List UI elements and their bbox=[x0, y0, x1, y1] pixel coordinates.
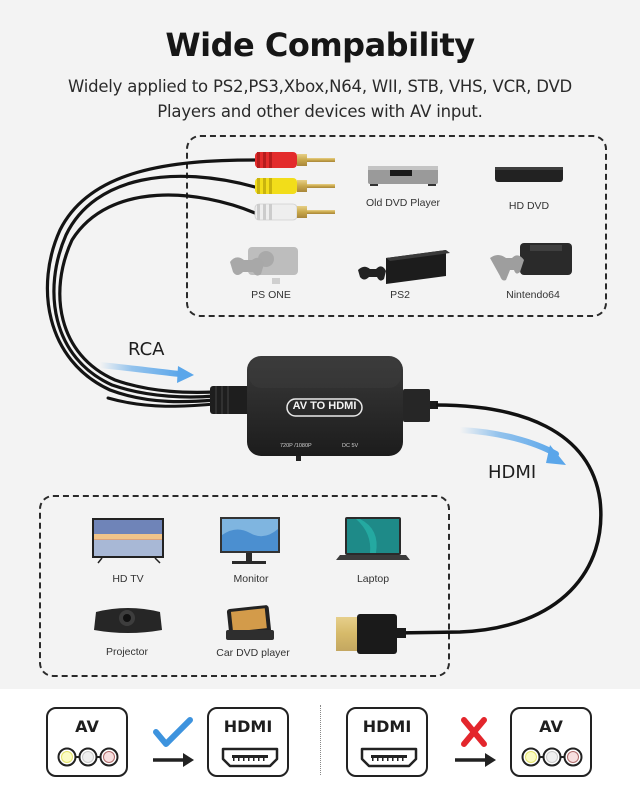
tv-icon bbox=[92, 518, 164, 564]
product-illustration-area bbox=[0, 0, 640, 689]
device-label-old-dvd-player: Old DVD Player bbox=[365, 197, 441, 209]
cross-icon bbox=[461, 717, 487, 747]
power-port-label: DC 5V bbox=[342, 443, 359, 449]
legend-av-source-box: AV bbox=[46, 707, 128, 777]
subtitle-line-2: Players and other devices with AV input. bbox=[157, 102, 483, 121]
legend-av-target-label: AV bbox=[539, 717, 563, 736]
ps-one-console-icon bbox=[230, 247, 298, 284]
subtitle-line-1: Widely applied to PS2,PS3,Xbox,N64, WII,… bbox=[67, 77, 573, 96]
output-devices-panel bbox=[39, 495, 450, 677]
device-label-laptop: Laptop bbox=[356, 573, 390, 585]
n64-console-icon bbox=[490, 243, 572, 281]
device-label-hd-tv: HD TV bbox=[112, 573, 144, 585]
car-dvd-player-icon bbox=[226, 605, 274, 640]
ps2-console-icon bbox=[358, 250, 450, 284]
device-label-car-dvd-player: Car DVD player bbox=[216, 647, 290, 659]
checkmark-icon bbox=[153, 717, 193, 747]
cable-diagram bbox=[45, 152, 603, 654]
hdmi-port-icon bbox=[360, 747, 418, 768]
input-devices-panel bbox=[186, 135, 607, 317]
page-subtitle: Widely applied to PS2,PS3,Xbox,N64, WII,… bbox=[40, 74, 600, 124]
hdmi-port-icon bbox=[221, 747, 279, 768]
rca-label: RCA bbox=[128, 339, 165, 360]
converter-label: AV TO HDMI bbox=[292, 400, 357, 412]
rca-arrow-head bbox=[177, 366, 194, 383]
hdmi-flow-arrow bbox=[457, 427, 559, 457]
rca-ports-icon bbox=[57, 747, 119, 767]
hdmi-label: HDMI bbox=[488, 462, 537, 483]
legend-hdmi-source-box: HDMI bbox=[346, 707, 428, 777]
av-to-hdmi-converter bbox=[247, 356, 403, 461]
dvd-player-icon bbox=[368, 166, 438, 186]
rca-plug-yellow bbox=[255, 178, 335, 194]
legend-hdmi-target-box: HDMI bbox=[207, 707, 289, 777]
page-title: Wide Compability bbox=[165, 26, 475, 64]
hdmi-arrow-head bbox=[546, 445, 566, 465]
legend-divider bbox=[320, 705, 321, 775]
device-label-ps2: PS2 bbox=[390, 289, 410, 301]
legend-hdmi-source-label: HDMI bbox=[362, 717, 412, 736]
projector-icon bbox=[94, 608, 162, 633]
legend-av-source-label: AV bbox=[75, 717, 99, 736]
resolution-switch-label: 720P /1080P bbox=[280, 443, 312, 449]
rca-cable bbox=[45, 158, 257, 408]
laptop-icon bbox=[336, 517, 410, 560]
rca-ports-icon bbox=[521, 747, 583, 767]
device-label-ps-one: PS ONE bbox=[251, 289, 291, 301]
rca-plug-white bbox=[254, 203, 335, 221]
hdmi-plug-end bbox=[336, 614, 406, 654]
device-label-hd-dvd: HD DVD bbox=[508, 200, 550, 212]
hdmi-cable bbox=[394, 403, 603, 635]
device-label-projector: Projector bbox=[105, 646, 148, 658]
monitor-icon bbox=[220, 517, 280, 564]
device-label-monitor: Monitor bbox=[233, 573, 269, 585]
legend-av-target-box: AV bbox=[510, 707, 592, 777]
supported-direction-indicator bbox=[153, 717, 194, 767]
rca-flow-arrow bbox=[97, 362, 183, 377]
device-label-nintendo64: Nintendo64 bbox=[506, 289, 560, 301]
hd-dvd-icon bbox=[495, 167, 563, 182]
rca-plug-red bbox=[255, 152, 335, 168]
legend-hdmi-target-label: HDMI bbox=[223, 717, 273, 736]
unsupported-direction-indicator bbox=[455, 717, 496, 767]
